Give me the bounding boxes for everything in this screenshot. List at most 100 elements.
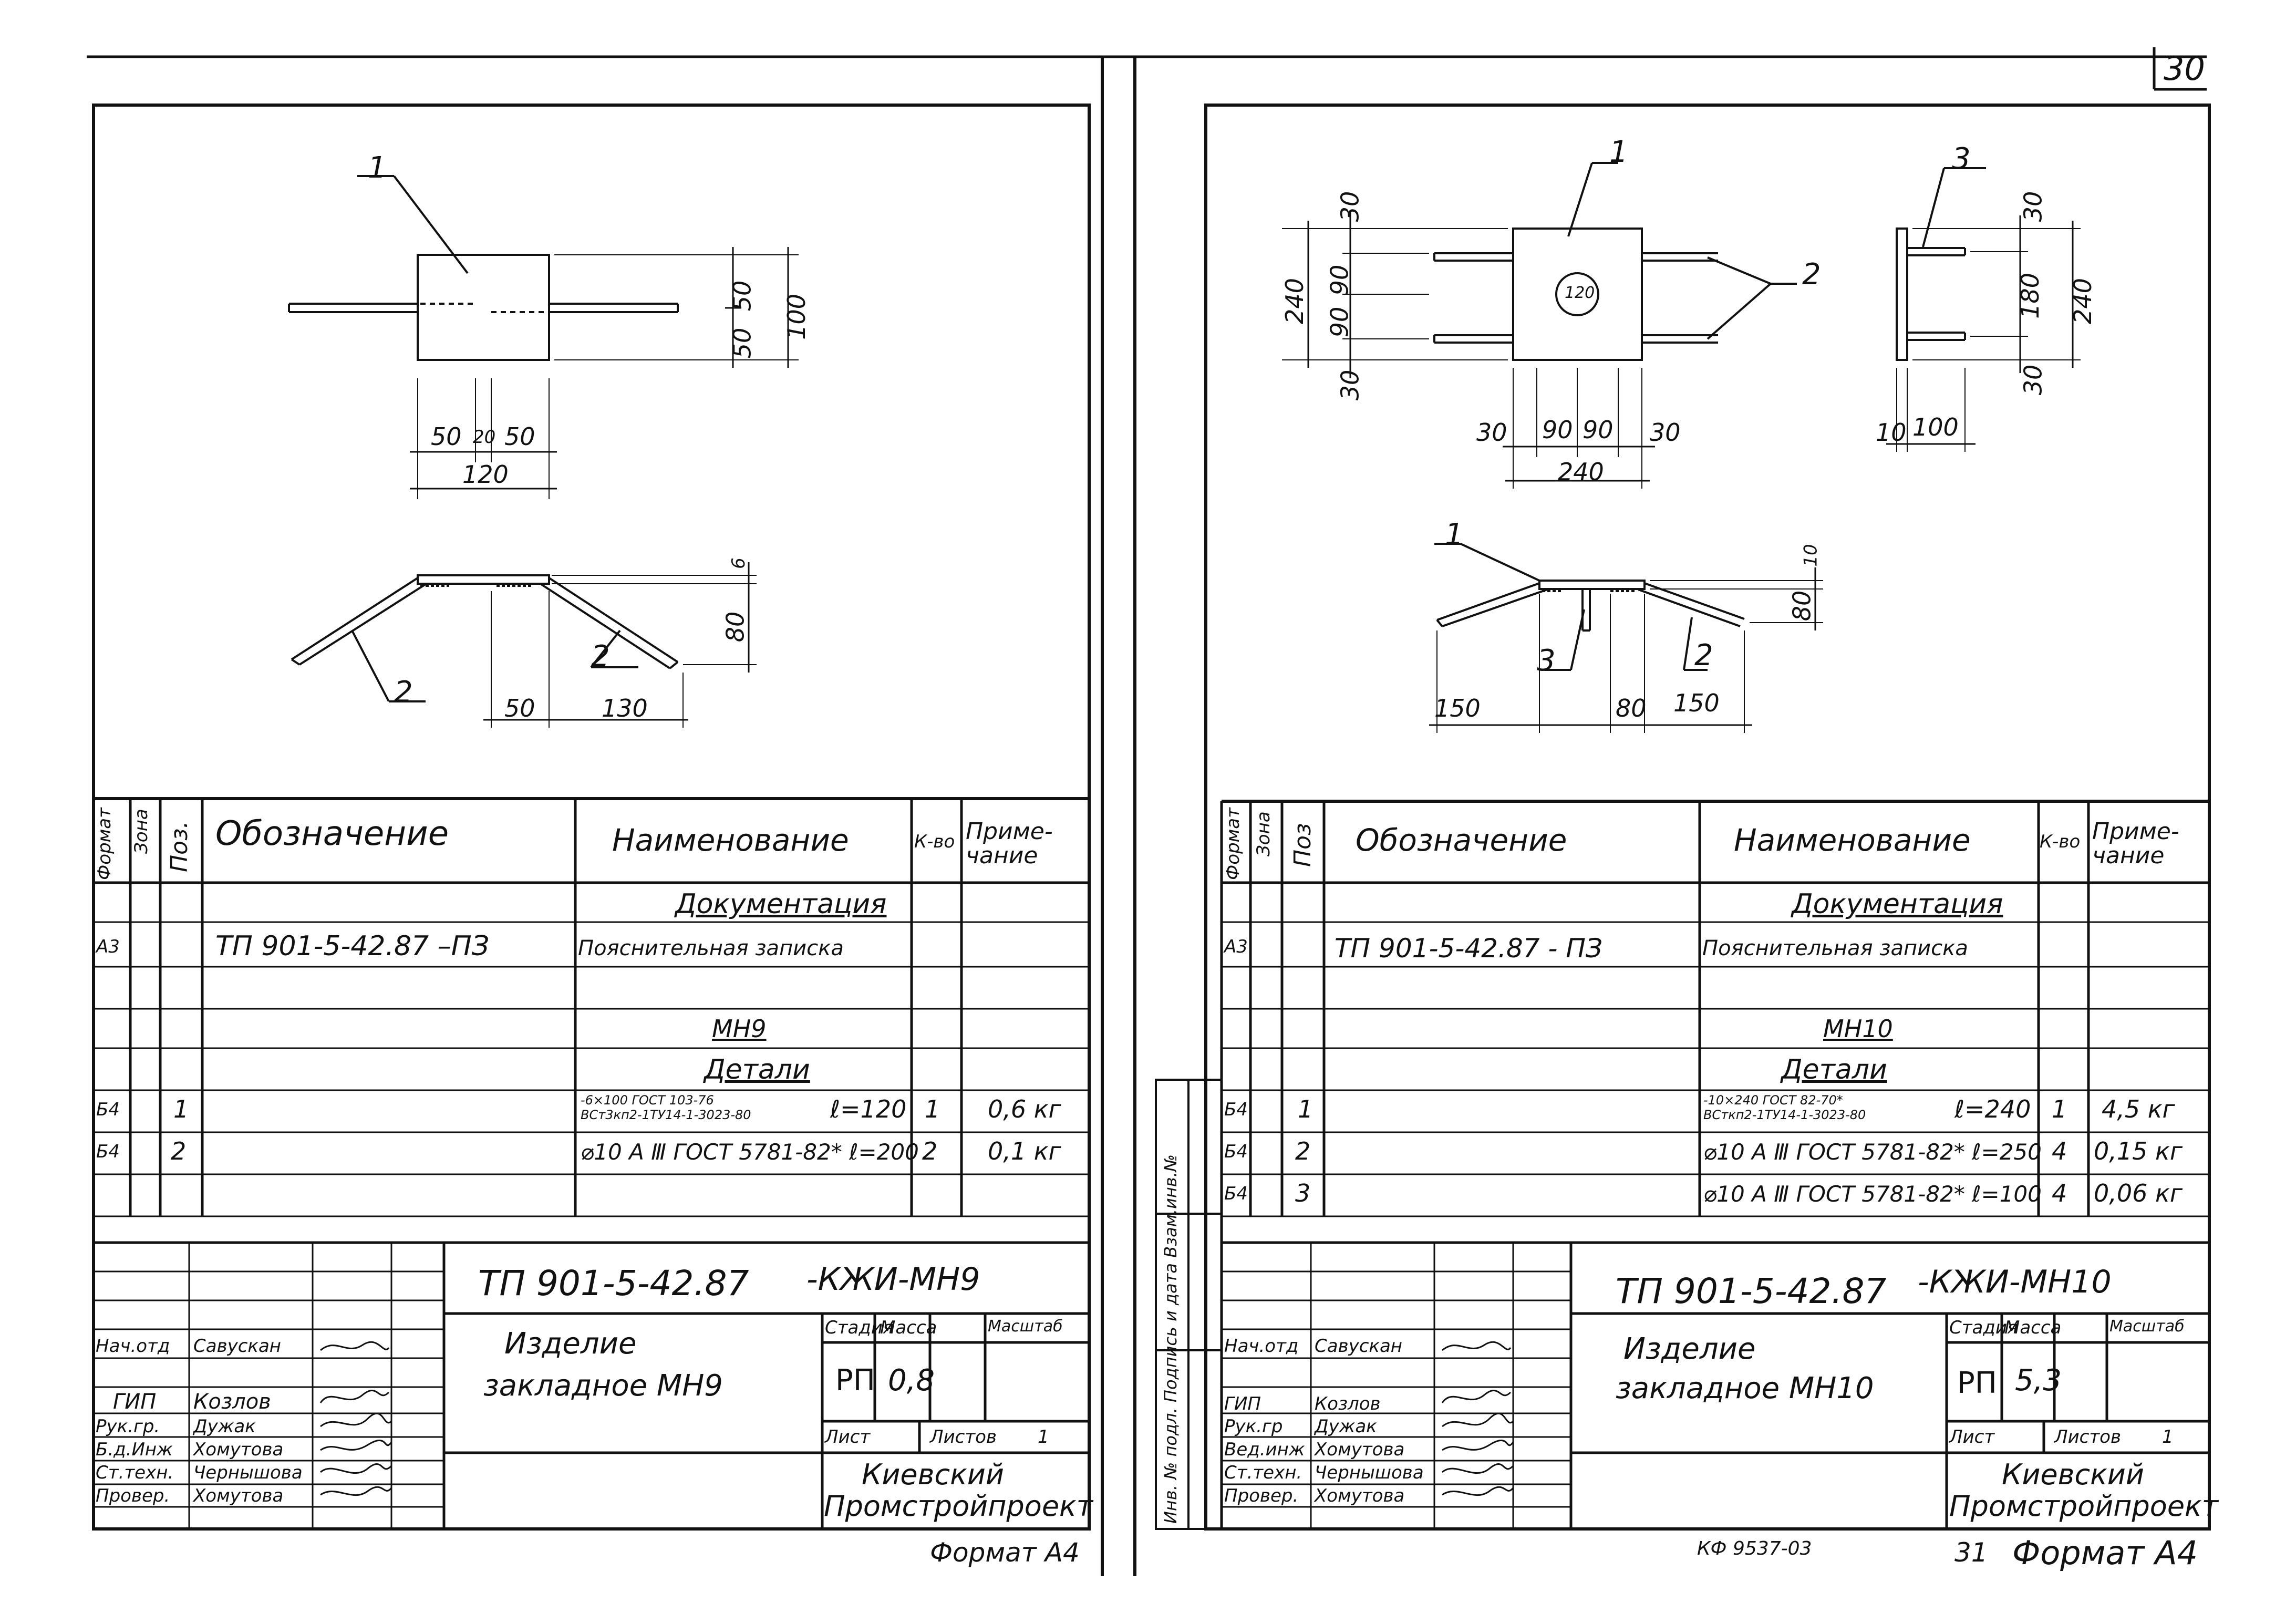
title-stage: РП: [835, 1363, 875, 1398]
mn10-dim: 30: [1336, 191, 1364, 222]
title-org-line2: Промстройпроект: [1949, 1490, 2219, 1523]
mn9-pos-bar-label: 2: [394, 675, 413, 709]
spec-header-qty: К-во: [2040, 831, 2081, 852]
title-mass: 0,8: [888, 1363, 935, 1398]
mn10-dim: 150: [1434, 694, 1481, 722]
mn9-dim: 100: [782, 294, 811, 340]
mn10-pos-plate-label: 1: [1609, 135, 1628, 169]
spec-row-designation: ТП 901-5-42.87 –ПЗ: [215, 930, 490, 962]
mn9-dim: 50: [504, 422, 535, 451]
mn10-dim: 90: [1542, 416, 1573, 444]
mn10-dim: 100: [1912, 413, 1959, 441]
signatures-left: [319, 1341, 392, 1496]
spec-row-length: ℓ=240: [1954, 1095, 2031, 1123]
mn10-plan-view: [1282, 162, 1797, 489]
mn10-dim: 240: [1558, 458, 1604, 486]
title-doc-suffix: -КЖИ-МН9: [806, 1261, 980, 1298]
title-person: Козлов: [193, 1390, 271, 1414]
mn10-dim: 30: [2019, 191, 2047, 222]
spec-row-format: Б4: [1224, 1183, 1248, 1204]
mn10-hole-label: 120: [1565, 284, 1595, 302]
title-person: Козлов: [1315, 1393, 1381, 1414]
mn10-dim: 80: [1787, 590, 1816, 622]
title-role: Ст.техн.: [96, 1462, 174, 1483]
title-person: Хомутова: [193, 1439, 284, 1460]
spec-row-pos: 3: [1295, 1179, 1311, 1207]
spec-row-pos: 1: [1298, 1095, 1314, 1123]
format-label-right: Формат А4: [2012, 1534, 2198, 1572]
spec-header-name: Наименование: [1734, 822, 1971, 858]
spec-row-qty: 1: [925, 1095, 940, 1123]
mn9-dim: 6: [728, 557, 749, 569]
mn9-dim: 80: [721, 611, 750, 643]
spec-header-format: Формат: [1223, 808, 1244, 880]
mn10-dim: 10: [1800, 544, 1822, 567]
mn10-dim: 80: [1616, 694, 1647, 722]
spec-row-format: Б4: [1224, 1099, 1248, 1120]
spec-header-zone: Зона: [1253, 811, 1274, 856]
title-doc-suffix: -КЖИ-МН10: [1918, 1264, 2112, 1300]
title-person: Чернышова: [1315, 1462, 1424, 1483]
title-sheet-label: Лист: [1949, 1426, 1995, 1447]
title-role: Провер.: [96, 1485, 170, 1506]
page-number: 30: [2164, 49, 2205, 88]
title-role: Ст.техн.: [1224, 1462, 1302, 1483]
spec-header-qty: К-во: [914, 831, 955, 852]
title-org-line1: Киевский: [862, 1458, 1004, 1491]
title-role: Провер.: [1224, 1485, 1299, 1506]
mn9-pos-bar-label: 2: [591, 639, 610, 674]
spec-row-name-bottom: ВСткп2-1ТУ14-1-3023-80: [1703, 1108, 1866, 1122]
title-sheets-label: Листов: [2054, 1426, 2122, 1447]
title-sheets-label: Листов: [930, 1426, 997, 1447]
title-role: Б.д.Инж: [96, 1439, 173, 1460]
spec-row-mark: МН9: [712, 1015, 767, 1043]
spec-row-format: Б4: [96, 1141, 120, 1162]
spec-header-designation: Обозначение: [1356, 822, 1567, 858]
title-scale-label: Масштаб: [2109, 1317, 2185, 1336]
spec-row-name: Пояснительная записка: [1702, 936, 1968, 960]
spec-row-name: Пояснительная записка: [578, 936, 844, 960]
spec-header-note: Приме-чание: [966, 818, 1053, 870]
spec-row-pos: 1: [173, 1095, 189, 1123]
mn10-dim: 30: [1476, 418, 1507, 447]
spec-row-pos: 2: [1295, 1137, 1311, 1165]
mn10-pos-bar-label: 2: [1802, 257, 1821, 292]
spec-row-qty: 1: [2052, 1095, 2067, 1123]
title-stage: РП: [1957, 1366, 1997, 1400]
title-role: ГИП: [1224, 1393, 1261, 1414]
title-org-line2: Промстройпроект: [824, 1490, 1093, 1523]
title-mass-label: Масса: [880, 1317, 937, 1338]
mn10-dim: 30: [1336, 369, 1364, 401]
title-item-line2: закладное МН10: [1616, 1371, 1874, 1405]
spec-header-pos: Поз.: [166, 821, 193, 872]
mn10-pos-bar-short-label: 3: [1952, 142, 1971, 176]
mn9-dim: 50: [504, 694, 535, 722]
title-role: Нач.отд: [96, 1336, 170, 1357]
title-doc-code: ТП 901-5-42.87: [478, 1263, 749, 1304]
spec-row-mark: МН10: [1823, 1015, 1893, 1043]
spec-row-qty: 4: [2052, 1137, 2067, 1165]
title-scale-label: Масштаб: [988, 1317, 1063, 1336]
title-sheet-label: Лист: [825, 1426, 871, 1447]
spec-row-length: ℓ=120: [830, 1095, 907, 1123]
side-stamp: Инв. № подл. Подпись и дата Взам.инв.№: [1161, 1154, 1181, 1524]
spec-header-designation: Обозначение: [215, 814, 449, 853]
mn9-dim: 50: [728, 280, 757, 312]
mn10-dim: 240: [2068, 278, 2097, 324]
mn10-side-view: [1429, 543, 1823, 733]
spec-row-section: Детали: [704, 1054, 810, 1085]
title-person: Дужак: [1315, 1416, 1377, 1437]
archive-code: КФ 9537-03: [1697, 1538, 1812, 1559]
mn10-dim: 90: [1325, 306, 1354, 338]
spec-row-name-top: -10×240 ГОСТ 82-70*: [1703, 1093, 1843, 1108]
title-person: Хомутова: [193, 1485, 284, 1506]
spec-row-name-bottom: ВСт3кп2-1ТУ14-1-3023-80: [581, 1108, 751, 1122]
title-person: Чернышова: [193, 1462, 303, 1483]
mn9-pos-plate-label: 1: [368, 151, 387, 185]
spec-row-name: ⌀10 А Ⅲ ГОСТ 5781-82* ℓ=200: [581, 1139, 919, 1165]
sheet-number-right: 31: [1954, 1537, 1988, 1568]
spec-row-note: 0,6 кг: [988, 1095, 1061, 1123]
mn10-dim: 90: [1583, 416, 1614, 444]
